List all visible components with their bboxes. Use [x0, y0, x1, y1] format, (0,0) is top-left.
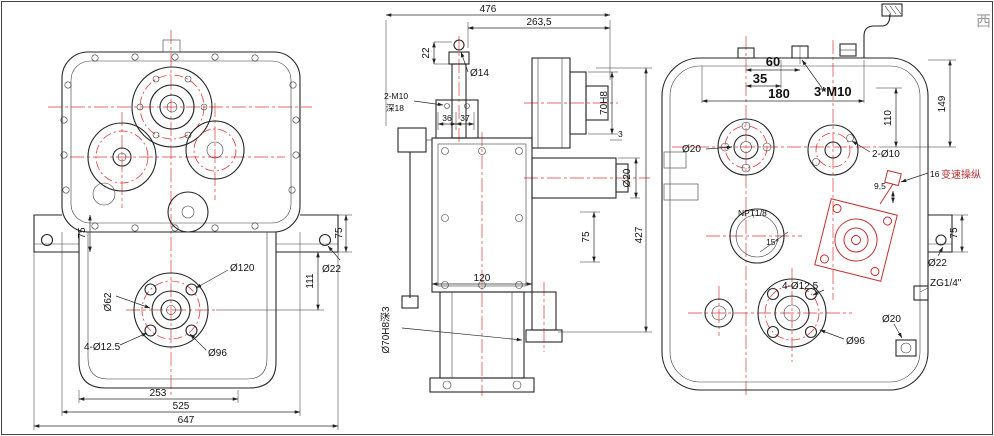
rear-centerlines: [672, 36, 880, 398]
dim-37: 37: [460, 113, 470, 123]
dim-70H8: 70H8: [599, 91, 610, 115]
side-centerlines: [458, 36, 650, 396]
side-dimensions: 476 263,5 22 Ø14 2-M10 深18 36 37 70H8 3 …: [380, 4, 652, 354]
side-body: [397, 39, 629, 393]
watermark: 西: [976, 13, 991, 30]
dim-180: 180: [768, 86, 790, 101]
dim-22: 22: [421, 47, 432, 59]
dim-9-5: 9,5: [874, 181, 886, 191]
dim-dia96-rear: Ø96: [846, 336, 865, 347]
dim-dia70H8-depth3: Ø70H8深3: [380, 306, 392, 354]
dim-110: 110: [883, 110, 894, 126]
front-bottom-flange: [133, 272, 209, 348]
front-flange-bolts: [60, 53, 300, 232]
dim-149: 149: [937, 95, 948, 112]
rear-view: 60 35 180 3*M10 110 149 Ø20 2-Ø10 9,5 16…: [661, 3, 981, 398]
dim-35: 35: [753, 71, 767, 86]
dim-427: 427: [634, 226, 645, 243]
dim-647: 647: [178, 415, 195, 426]
dim-75-rear: 75: [949, 227, 960, 239]
label-NPT: NPT1/8: [738, 208, 767, 218]
shift-control-cap: [884, 169, 902, 187]
label-shift-control: 变速操纵: [941, 168, 981, 181]
front-dimensions: 75 75 111 Ø22 253 525 647 Ø120 Ø62 4-Ø12…: [33, 214, 352, 430]
dim-2-M10: 2-M10: [384, 91, 408, 101]
dim-111: 111: [305, 273, 316, 289]
dim-4-dia12-5-rear: 4-Ø12.5: [782, 281, 819, 292]
shift-control-unit: [814, 198, 898, 282]
front-gear-bores: [87, 66, 245, 233]
dim-15deg: 15°: [766, 237, 779, 247]
dim-253: 253: [150, 388, 167, 399]
rear-housing: [661, 3, 953, 391]
dim-120: 120: [474, 273, 491, 284]
dim-dia22-rear: Ø22: [928, 258, 947, 269]
dim-75-side: 75: [581, 231, 592, 243]
label-ZG: ZG1/4": [930, 278, 962, 289]
dim-dia14: Ø14: [470, 68, 489, 79]
dim-4-dia12-5: 4-Ø12.5: [84, 342, 121, 353]
dim-16: 16: [930, 169, 940, 179]
front-view: 75 75 111 Ø22 253 525 647 Ø120 Ø62 4-Ø12…: [33, 30, 352, 430]
dim-dia120: Ø120: [230, 263, 255, 274]
dim-dia20: Ø20: [622, 168, 633, 187]
shift-control-stem: [879, 183, 894, 205]
dim-476: 476: [480, 4, 497, 15]
dim-525: 525: [173, 401, 190, 412]
rear-dimensions: 60 35 180 3*M10 110 149 Ø20 2-Ø10 9,5 16…: [682, 46, 981, 347]
front-housing: [61, 39, 301, 389]
dim-3xM10: 3*M10: [814, 84, 852, 99]
dim-75-right: 75: [334, 227, 345, 239]
dim-dia96: Ø96: [208, 348, 227, 359]
dim-dia20-shaft: Ø20: [682, 144, 701, 155]
dim-2-dia10: 2-Ø10: [872, 149, 900, 160]
dim-dia20-drain: Ø20: [882, 314, 901, 325]
dim-263-5: 263,5: [526, 17, 551, 28]
rear-bores: [704, 118, 859, 348]
front-centerlines: [48, 30, 312, 398]
dim-dia62: Ø62: [103, 292, 114, 311]
dim-60: 60: [766, 54, 780, 69]
side-view: 476 263,5 22 Ø14 2-M10 深18 36 37 70H8 3 …: [380, 4, 652, 396]
front-mounting-brackets: [33, 214, 339, 253]
dim-3: 3: [618, 129, 623, 139]
dim-75-left: 75: [77, 227, 88, 239]
dim-depth-18: 深18: [386, 103, 404, 113]
dim-dia22: Ø22: [322, 264, 341, 275]
dim-36: 36: [442, 113, 452, 123]
